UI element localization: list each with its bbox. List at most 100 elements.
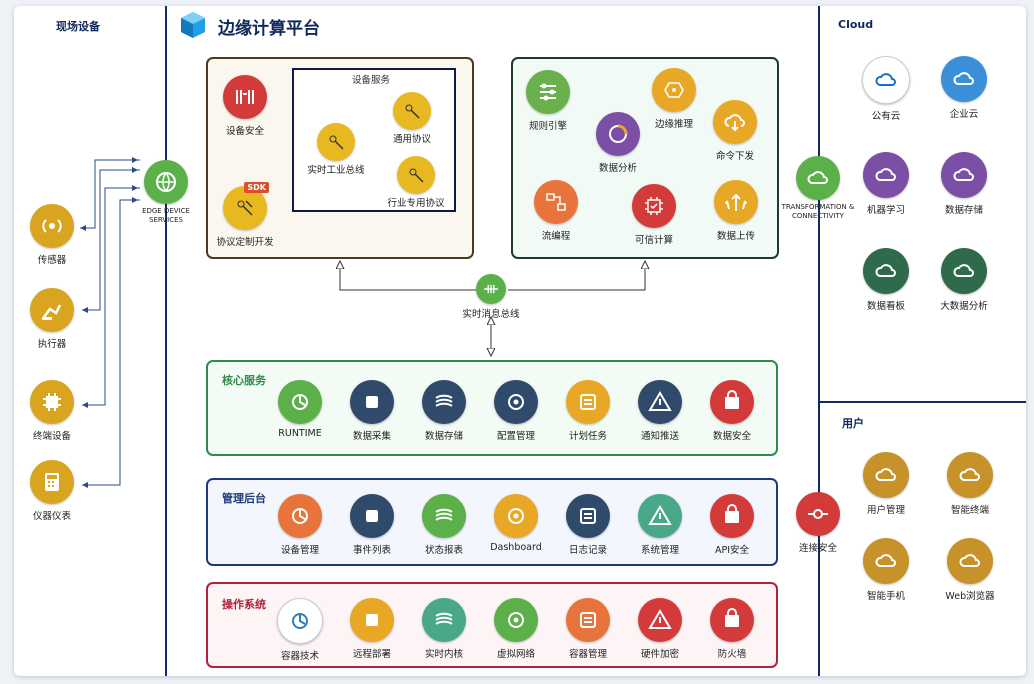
platform-logo-icon <box>178 10 208 44</box>
system-management[interactable]: 系统管理 <box>620 494 700 556</box>
realtime-industrial-bus[interactable]: 实时工业总线 <box>296 123 376 176</box>
api-icon <box>710 494 754 538</box>
cloud-sync-icon <box>796 156 840 200</box>
scheduled-task[interactable]: 计划任务 <box>548 380 628 442</box>
web-browser[interactable]: Web浏览器 <box>930 538 1010 602</box>
status-report-label: 状态报表 <box>424 545 463 556</box>
edge-inference-label: 边缘推理 <box>654 119 693 130</box>
cloud-data-storage-icon <box>941 152 987 198</box>
public-cloud-icon <box>862 56 910 104</box>
data-storage-label: 数据存储 <box>424 431 463 442</box>
data-security[interactable]: 数据安全 <box>692 380 772 442</box>
device-security[interactable]: 设备安全 <box>205 75 285 137</box>
data-collection[interactable]: 数据采集 <box>332 380 412 442</box>
trusted-computing[interactable]: 可信计算 <box>614 184 694 246</box>
status-report[interactable]: 状态报表 <box>404 494 484 556</box>
smartphone[interactable]: 智能手机 <box>846 538 926 602</box>
dashboard-label: Dashboard <box>490 542 542 553</box>
big-data-analysis[interactable]: 大数据分析 <box>924 248 1004 312</box>
smartphone-label: 智能手机 <box>866 591 905 602</box>
industry-protocol[interactable]: 行业专用协议 <box>376 156 456 209</box>
smart-terminal-icon <box>947 452 993 498</box>
container-management[interactable]: 容器管理 <box>548 598 628 660</box>
notification-push[interactable]: 通知推送 <box>620 380 700 442</box>
machine-learning[interactable]: 机器学习 <box>846 152 926 216</box>
virtual-network-label: 虚拟网络 <box>496 649 535 660</box>
right-divider <box>818 6 820 676</box>
runtime[interactable]: RUNTIME <box>260 380 340 439</box>
device-terminal[interactable]: 终端设备 <box>12 380 92 442</box>
cloud-data-storage[interactable]: 数据存储 <box>924 152 1004 216</box>
log-record-label: 日志记录 <box>568 545 607 556</box>
industry-protocol-label: 行业专用协议 <box>387 198 445 209</box>
bus-icon <box>476 274 506 304</box>
rule-engine-label: 规则引擎 <box>528 121 567 132</box>
device-label: 仪器仪表 <box>32 511 71 522</box>
protocol-dev-label: 协议定制开发 <box>216 237 274 248</box>
edge-inference[interactable]: 边缘推理 <box>634 68 714 130</box>
hardware-encrypt-icon <box>638 598 682 642</box>
device-management[interactable]: 设备管理 <box>260 494 340 556</box>
protocol-stack-icon <box>393 92 431 130</box>
dashboard[interactable]: Dashboard <box>476 494 556 553</box>
command-dispatch[interactable]: 命令下发 <box>695 100 775 162</box>
enterprise-cloud[interactable]: 企业云 <box>924 56 1004 120</box>
config-management[interactable]: 配置管理 <box>476 380 556 442</box>
os-panel <box>206 582 778 668</box>
user-management[interactable]: 用户管理 <box>846 452 926 516</box>
runtime-icon <box>278 380 322 424</box>
barrier-gate-icon <box>223 75 267 119</box>
sensor-icon <box>30 204 74 248</box>
device-security-label: 设备安全 <box>225 126 264 137</box>
smart-terminal[interactable]: 智能终端 <box>930 452 1010 516</box>
machine-learning-icon <box>863 152 909 198</box>
realtime-message-bus[interactable]: 实时消息总线 <box>451 274 531 320</box>
device-instrument[interactable]: 仪器仪表 <box>12 460 92 522</box>
user-management-label: 用户管理 <box>866 505 905 516</box>
data-analysis[interactable]: 数据分析 <box>578 112 658 174</box>
rule-engine[interactable]: 规则引擎 <box>508 70 588 132</box>
firewall-icon <box>710 598 754 642</box>
data-security-label: 数据安全 <box>712 431 751 442</box>
robot-arm-icon <box>30 288 74 332</box>
left-divider <box>165 6 167 676</box>
edge-device-services[interactable]: EDGE DEVICE SERVICES <box>126 160 206 225</box>
connection-lock-icon <box>796 492 840 536</box>
virtual-network[interactable]: 虚拟网络 <box>476 598 556 660</box>
big-data-analysis-icon <box>941 248 987 294</box>
device-actuator[interactable]: 执行器 <box>12 288 92 350</box>
analysis-icon <box>596 112 640 156</box>
log-icon <box>566 494 610 538</box>
realtime-kernel[interactable]: 实时内核 <box>404 598 484 660</box>
remote-deploy[interactable]: 远程部署 <box>332 598 412 660</box>
data-upload[interactable]: 数据上传 <box>696 180 776 242</box>
command-dispatch-label: 命令下发 <box>715 151 754 162</box>
data-security-icon <box>710 380 754 424</box>
field-devices-title: 现场设备 <box>56 20 100 33</box>
stream-programming[interactable]: 流编程 <box>516 180 596 242</box>
container-tech[interactable]: 容器技术 <box>260 598 340 662</box>
hardware-encryption[interactable]: 硬件加密 <box>620 598 700 660</box>
connection-security[interactable]: 连接安全 <box>778 492 858 554</box>
firewall[interactable]: 防火墙 <box>692 598 772 660</box>
api-security[interactable]: API安全 <box>692 494 772 556</box>
transformation-connectivity[interactable]: TRANSFORMATION & CONNECTIVITY <box>778 156 858 221</box>
public-cloud[interactable]: 公有云 <box>846 56 926 122</box>
data-dashboard[interactable]: 数据看板 <box>846 248 926 312</box>
firewall-label: 防火墙 <box>717 649 747 660</box>
data-storage[interactable]: 数据存储 <box>404 380 484 442</box>
stream-programming-label: 流编程 <box>541 231 571 242</box>
public-cloud-label: 公有云 <box>871 111 901 122</box>
connection-security-label: 连接安全 <box>798 543 837 554</box>
runtime-label: RUNTIME <box>278 428 322 439</box>
device-management-label: 设备管理 <box>280 545 319 556</box>
protocol-custom-dev[interactable]: SDK 协议定制开发 <box>205 182 285 248</box>
os-title: 操作系统 <box>222 598 266 611</box>
log-record[interactable]: 日志记录 <box>548 494 628 556</box>
machine-learning-label: 机器学习 <box>866 205 905 216</box>
device-sensor[interactable]: 传感器 <box>12 204 92 266</box>
device-label: 传感器 <box>37 255 67 266</box>
remote-deploy-icon <box>350 598 394 642</box>
event-list[interactable]: 事件列表 <box>332 494 412 556</box>
common-protocol[interactable]: 通用协议 <box>372 92 452 145</box>
